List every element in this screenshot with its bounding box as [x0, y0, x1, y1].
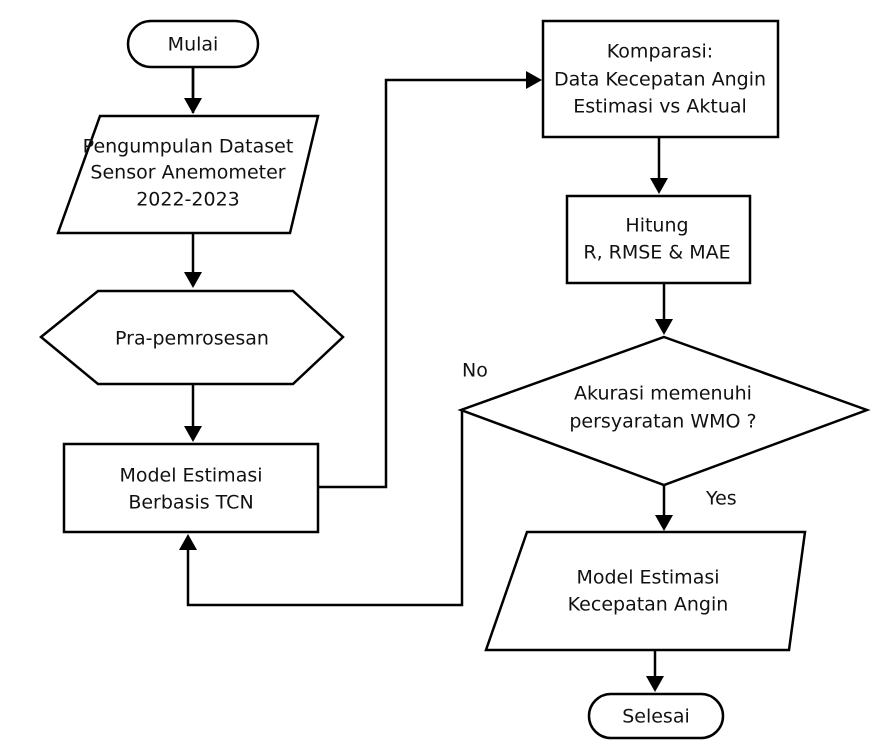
node-pra[interactable]: Pra-pemrosesan: [39, 289, 345, 386]
node-mulai[interactable]: Mulai: [126, 19, 260, 69]
node-selesai[interactable]: Selesai: [587, 692, 725, 740]
parallelogram-shape: [484, 530, 807, 652]
arrowhead-2: [184, 272, 202, 288]
node-model-tcn[interactable]: Model Estimasi Berbasis TCN: [62, 442, 320, 534]
node-label: Hitung: [625, 215, 688, 237]
node-label: Akurasi memenuhi: [574, 383, 752, 405]
node-akurasi[interactable]: Akurasi memenuhi persyaratan WMO ?: [457, 335, 871, 487]
node-label: Estimasi vs Aktual: [573, 96, 747, 118]
node-label: Kecepatan Angin: [568, 594, 729, 616]
process-shape: [541, 19, 780, 139]
arrowhead-6: [655, 319, 673, 335]
node-label: Model Estimasi: [119, 465, 262, 487]
node-pengumpulan[interactable]: Pengumpulan Dataset Sensor Anemometer 20…: [56, 114, 320, 235]
node-label: Data Kecepatan Angin: [554, 69, 766, 91]
terminator-shape: [587, 692, 725, 740]
node-label: Model Estimasi: [576, 567, 719, 589]
edge-label-yes: Yes: [705, 488, 737, 510]
node-label: Sensor Anemometer: [90, 162, 285, 184]
node-label: Pra-pemrosesan: [115, 328, 269, 350]
node-label: 2022-2023: [136, 189, 240, 211]
node-label: Selesai: [622, 706, 690, 728]
process-shape: [565, 194, 752, 285]
node-komparasi[interactable]: Komparasi: Data Kecepatan Angin Estimasi…: [541, 19, 780, 139]
edge-akurasi-no-to-model-tcn: [186, 410, 464, 607]
node-label: Komparasi:: [607, 41, 713, 63]
node-label: Berbasis TCN: [128, 492, 253, 514]
node-hitung[interactable]: Hitung R, RMSE & MAE: [565, 194, 752, 285]
node-label: R, RMSE & MAE: [583, 242, 730, 264]
edge-label-no: No: [462, 360, 488, 382]
terminator-shape: [126, 19, 260, 69]
decision-shape: [457, 335, 871, 487]
node-label: persyaratan WMO ?: [569, 411, 756, 433]
parallelogram-shape: [56, 114, 320, 235]
arrowhead-3: [184, 426, 202, 442]
edge-model-tcn-to-komparasi: [318, 78, 532, 489]
edges: [179, 67, 673, 692]
node-model-angin[interactable]: Model Estimasi Kecepatan Angin: [484, 530, 807, 652]
arrowhead-5: [650, 178, 668, 194]
arrowhead-4: [526, 71, 542, 89]
process-shape: [62, 442, 320, 534]
node-label: Mulai: [168, 34, 219, 56]
hexagon-shape: [39, 289, 345, 386]
arrowhead-7: [655, 515, 673, 531]
node-label: Pengumpulan Dataset: [83, 136, 294, 158]
arrowhead-1: [184, 98, 202, 114]
arrowhead-8: [179, 534, 197, 550]
arrowhead-9: [646, 676, 664, 692]
